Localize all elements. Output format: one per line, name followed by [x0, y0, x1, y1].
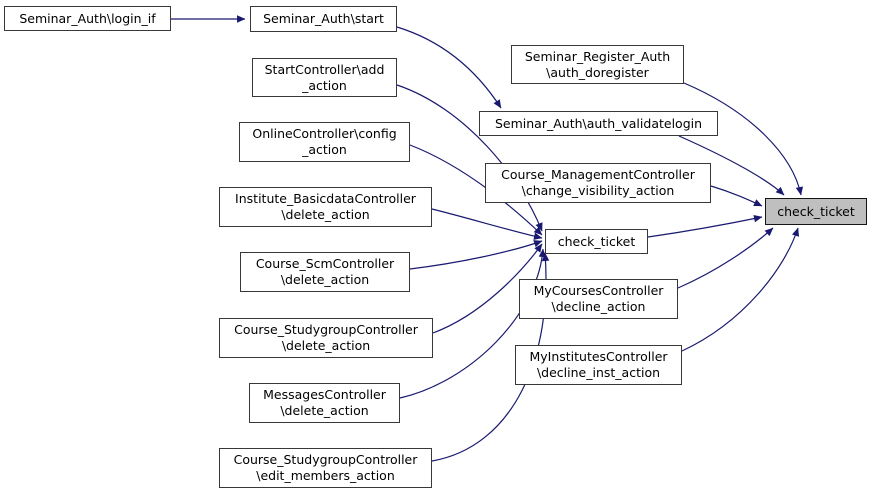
edge-scm_delete-to-check_ticket_mid	[409, 240, 543, 270]
node-onlinecontroller-config-action[interactable]: OnlineController\config _action	[239, 122, 410, 162]
node-check-ticket-current: check_ticket	[765, 198, 867, 225]
node-check-ticket-intermediate[interactable]: check_ticket	[545, 229, 648, 254]
node-course-scm-delete-action[interactable]: Course_ScmController \delete_action	[240, 252, 410, 292]
node-course-studygroup-edit-members-action[interactable]: Course_StudygroupController \edit_member…	[219, 448, 432, 488]
edge-institute_delete-to-check_ticket_mid	[431, 208, 543, 240]
node-startcontroller-add-action[interactable]: StartController\add _action	[252, 58, 397, 97]
edge-change_visibility-to-check_ticket	[710, 185, 763, 207]
node-seminar-auth-start[interactable]: Seminar_Auth\start	[250, 6, 397, 32]
node-course-studygroup-delete-action[interactable]: Course_StudygroupController \delete_acti…	[219, 318, 433, 358]
node-course-management-change-visibility[interactable]: Course_ManagementController \change_visi…	[485, 163, 711, 203]
edge-decline_action-to-check_ticket	[677, 227, 774, 289]
node-seminar-auth-validatelogin[interactable]: Seminar_Auth\auth_validatelogin	[479, 111, 718, 136]
node-seminar-register-auth-doregister[interactable]: Seminar_Register_Auth \auth_doregister	[511, 45, 684, 84]
edge-decline_inst-to-check_ticket	[681, 227, 800, 352]
node-messages-delete-action[interactable]: MessagesController \delete_action	[249, 383, 400, 423]
node-seminar-auth-login-if[interactable]: Seminar_Auth\login_if	[4, 6, 171, 31]
edge-check_ticket_mid-to-check_ticket	[647, 214, 763, 238]
edge-start-to-auth_validatelogin	[396, 26, 502, 109]
node-institute-basicdata-delete-action[interactable]: Institute_BasicdataController \delete_ac…	[219, 187, 432, 227]
node-mycourses-decline-action[interactable]: MyCoursesController \decline_action	[519, 279, 678, 319]
node-myinstitutes-decline-inst-action[interactable]: MyInstitutesController \decline_inst_act…	[515, 345, 682, 385]
